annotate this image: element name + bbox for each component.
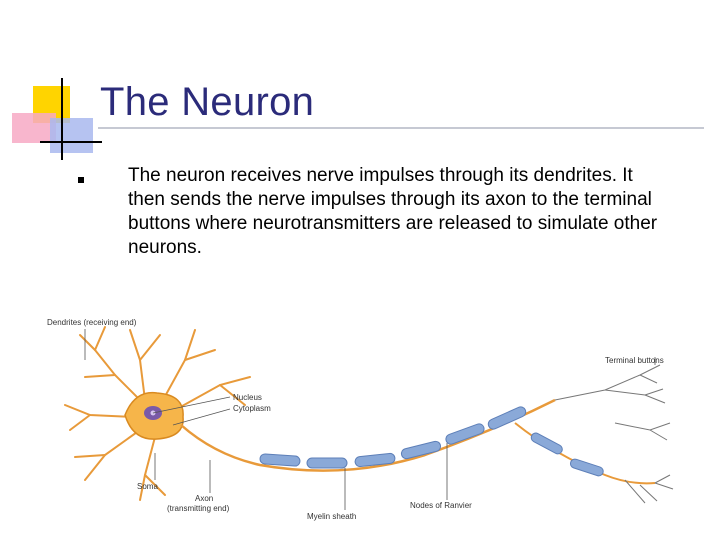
label-axon: Axon: [195, 494, 213, 503]
title-underline: [98, 127, 704, 129]
decor-blue-square: [50, 118, 93, 153]
label-myelin: Myelin sheath: [307, 512, 356, 521]
terminal-buttons: [554, 364, 674, 504]
label-nodes: Nodes of Ranvier: [410, 501, 472, 510]
bullet-text: The neuron receives nerve impulses throu…: [128, 165, 658, 258]
decor-horizontal-line: [40, 141, 102, 143]
slide-title: The Neuron: [100, 80, 315, 124]
label-terminal: Terminal buttons: [605, 356, 664, 365]
decor-vertical-line: [61, 78, 63, 160]
decor-pink-square: [12, 113, 56, 143]
myelin-sheath: [259, 406, 527, 469]
bullet-marker: [78, 177, 84, 183]
label-cytoplasm: Cytoplasm: [233, 404, 271, 413]
neuron-diagram: Dendrites (receiving end) Nucleus Cytopl…: [47, 318, 674, 521]
label-axon-end: (transmitting end): [167, 504, 230, 513]
label-nucleus: Nucleus: [233, 393, 262, 402]
label-soma: Soma: [137, 482, 158, 491]
label-dendrites: Dendrites (receiving end): [47, 318, 137, 327]
dendrites: [64, 326, 251, 501]
